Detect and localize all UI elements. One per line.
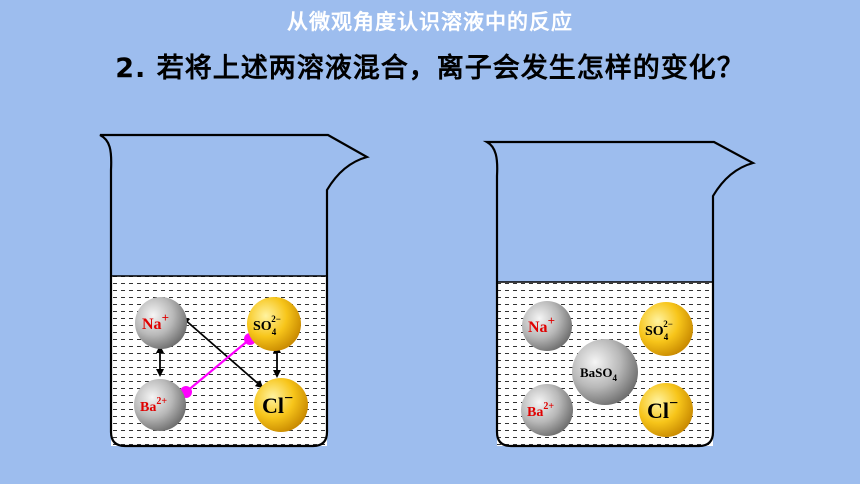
ion-charge: −: [284, 390, 293, 407]
ion-charge: +: [548, 313, 555, 328]
ion-symbol: Na: [142, 316, 162, 333]
ion-charge: 2−: [663, 319, 673, 329]
svg-text:BaSO4: BaSO4: [580, 365, 618, 383]
svg-text:Cl−: Cl−: [647, 395, 678, 423]
svg-text:Na+: Na+: [142, 310, 169, 333]
slide-question: 2. 若将上述两溶液混合，离子会发生怎样的变化？: [115, 53, 745, 84]
ion-symbol: Ba: [527, 405, 543, 420]
na-cl-arrow: [181, 316, 264, 389]
right-beaker: Na+ Ba2+ BaSO4 SO42− Cl−: [482, 140, 756, 448]
svg-text:Ba2+: Ba2+: [140, 396, 167, 415]
svg-text:SO42−: SO4 2−: [253, 314, 281, 337]
so4-ion: SO4 2−: [639, 302, 693, 356]
ion-charge: 2+: [543, 401, 554, 412]
ion-subscript: 4: [664, 332, 669, 342]
svg-text:Ba2+: Ba2+: [527, 401, 554, 420]
ba-ion: Ba2+: [521, 384, 573, 436]
ion-charge: +: [162, 310, 169, 325]
ion-charge: 2−: [271, 314, 281, 324]
cl-ion: Cl−: [254, 378, 308, 432]
svg-text:SO42−: SO4 2−: [645, 319, 673, 342]
left-beaker: Na+ Ba2+ SO4 2− Cl−: [99, 133, 370, 448]
na-ion: Na+: [135, 297, 187, 349]
slide-subtitle: 从微观角度认识溶液中的反应: [287, 10, 573, 34]
cl-ion: Cl−: [639, 383, 693, 437]
right-beaker-outline: [482, 140, 756, 448]
ion-symbol: Na: [528, 319, 548, 336]
ion-symbol: Cl: [262, 393, 284, 418]
ion-subscript: 4: [272, 327, 277, 337]
ba-so4-bond-line: [185, 338, 251, 393]
svg-text:Na+: Na+: [528, 313, 555, 336]
ba-ion: Ba2+: [134, 379, 186, 431]
compound-symbol: BaSO: [580, 365, 613, 380]
compound-subscript: 4: [613, 373, 618, 383]
ion-symbol: Cl: [647, 398, 669, 423]
so4-ion: SO4 2−: [247, 297, 301, 351]
ion-symbol: SO: [253, 319, 272, 334]
na-ion: Na+: [522, 301, 572, 351]
svg-text:Cl−: Cl−: [262, 390, 293, 418]
ion-symbol: SO: [645, 324, 664, 339]
ion-charge: −: [669, 395, 678, 412]
ion-charge: 2+: [156, 396, 167, 407]
ion-symbol: Ba: [140, 400, 156, 415]
baso4-precipitate: BaSO4: [572, 339, 638, 405]
left-beaker-outline: [99, 133, 370, 448]
